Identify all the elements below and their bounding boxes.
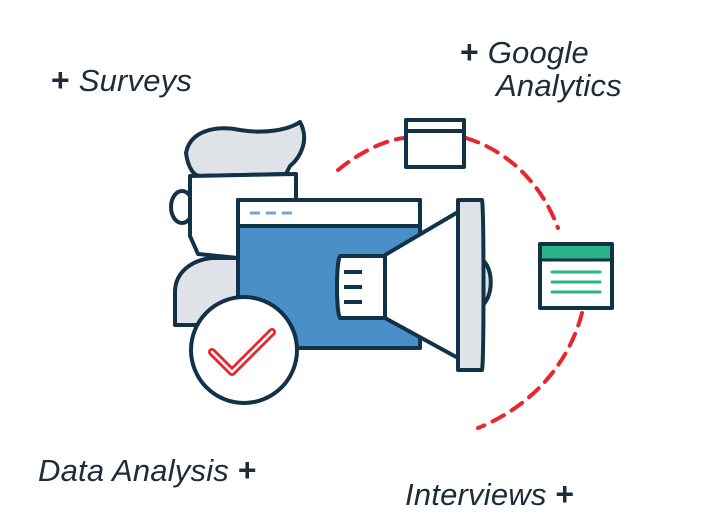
plus-icon: + [555,476,575,512]
plus-icon: + [237,452,257,488]
google-text: Google [487,35,589,70]
megaphone-icon [335,198,493,372]
google-analytics-line2: Analytics [460,67,622,103]
interviews-label: Interviews + [405,476,575,512]
form-window-icon [538,242,614,310]
data-analysis-text: Data Analysis [38,453,229,488]
checkmark-badge-icon [189,295,299,405]
plus-icon: + [51,62,70,98]
google-analytics-label: + Google Analytics [460,34,622,103]
small-window-icon [404,118,466,169]
data-analysis-label: Data Analysis + [38,452,257,488]
surveys-label: + Surveys [51,62,193,98]
interviews-text: Interviews [405,477,547,512]
google-analytics-line1: + Google [460,34,622,70]
analytics-text: Analytics [496,67,622,103]
plus-icon: + [460,34,479,70]
dashed-cycle-arc [336,136,584,430]
surveys-text: Surveys [78,63,193,98]
